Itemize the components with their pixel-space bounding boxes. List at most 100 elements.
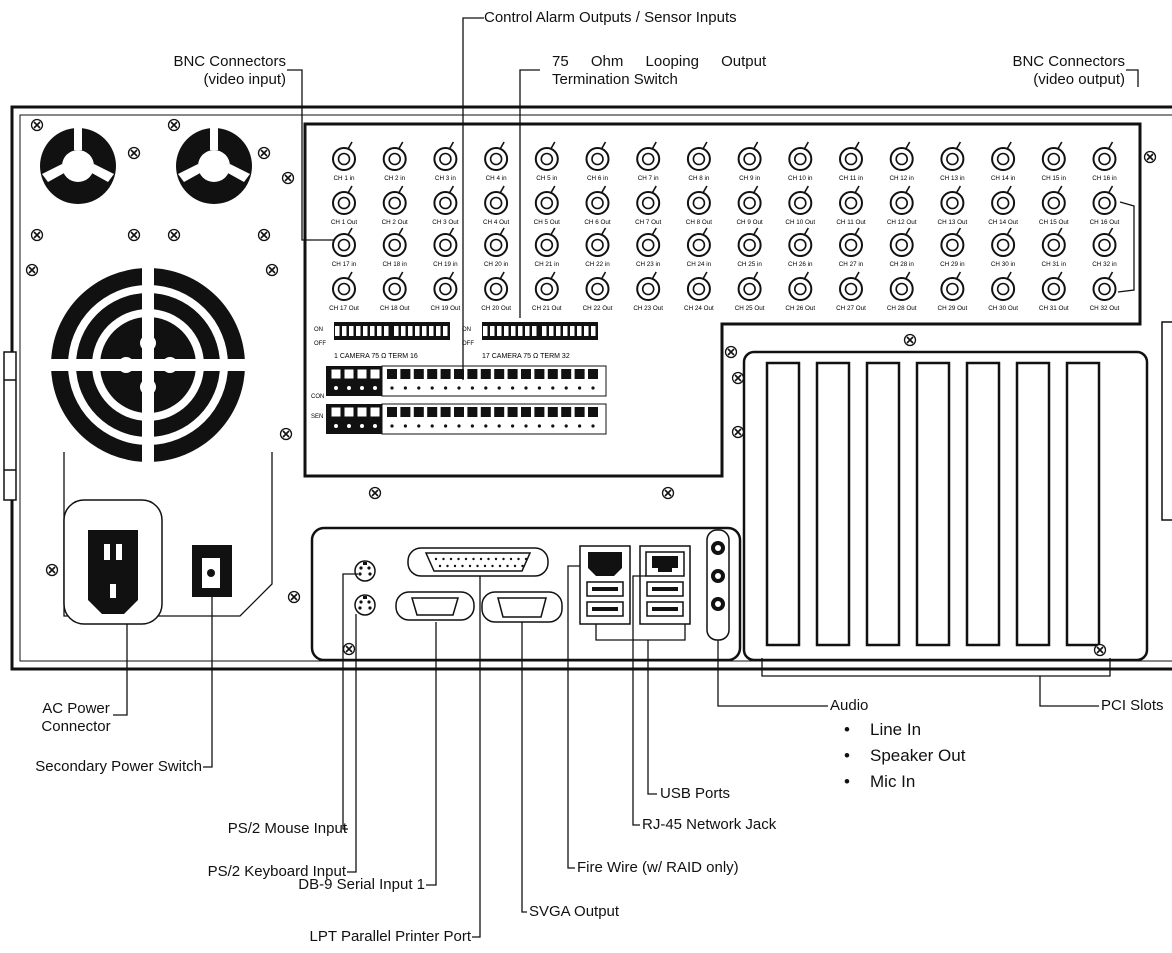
bnc-connector: CH 13 in <box>940 141 965 182</box>
audio-item-line-in: Line In <box>844 720 921 740</box>
callout-ac-power-line2: Connector <box>41 718 111 735</box>
callout-bnc-input-line2: (video input) <box>203 71 286 88</box>
terminal-screw <box>480 369 491 379</box>
terminal-hole <box>444 424 448 428</box>
bnc-connector: CH 2 Out <box>382 185 408 226</box>
bnc-connector: CH 10 Out <box>785 185 815 226</box>
bnc-label: CH 16 in <box>1092 175 1117 182</box>
bnc-label: CH 22 Out <box>583 305 613 312</box>
bnc-connector: CH 30 in <box>991 227 1016 268</box>
terminal-screw <box>454 369 464 379</box>
bnc-connector: CH 32 Out <box>1090 271 1120 312</box>
lpt-pin <box>461 564 464 568</box>
bnc-label: CH 24 Out <box>684 305 714 312</box>
terminal-hole <box>564 386 568 390</box>
dip-switch <box>370 326 375 336</box>
callout-bnc-output-line2: (video output) <box>1033 71 1125 88</box>
bnc-connector: CH 13 Out <box>938 185 968 226</box>
terminal-screw <box>547 407 558 417</box>
dip-switch <box>584 326 589 336</box>
terminal-hole <box>347 386 351 390</box>
dip-switch <box>429 326 434 336</box>
bnc-connector: CH 22 Out <box>583 271 613 312</box>
ps2-keyboard-port <box>354 594 376 616</box>
dip-switch <box>335 326 340 336</box>
bnc-label: CH 18 in <box>382 261 407 268</box>
terminal-screw <box>534 369 545 379</box>
bnc-connector: CH 18 in <box>382 227 407 268</box>
dip-switch <box>384 326 389 336</box>
terminal-screw <box>534 407 545 417</box>
lpt-pin <box>457 557 460 561</box>
callout-looping-output: 75 Ohm Looping Output Termination Switch <box>552 53 792 89</box>
bnc-label: CH 15 in <box>1042 175 1067 182</box>
bnc-label: CH 2 in <box>384 175 405 182</box>
termination-switch-right <box>482 322 598 340</box>
bnc-label: CH 10 in <box>788 175 813 182</box>
terminal-hole <box>360 424 364 428</box>
callout-usb: USB Ports <box>660 785 731 802</box>
terminal-screw <box>369 368 381 380</box>
terminal-screw <box>387 407 397 417</box>
bnc-label: CH 11 in <box>839 175 864 182</box>
bnc-connector: CH 12 Out <box>887 185 917 226</box>
bnc-label: CH 21 in <box>535 261 560 268</box>
terminal-screw <box>440 369 451 379</box>
terminal-hole <box>444 386 448 390</box>
bnc-connector: CH 10 in <box>788 141 813 182</box>
bnc-label: CH 3 in <box>435 175 456 182</box>
lpt-pin <box>446 564 449 568</box>
pci-area <box>742 350 1149 662</box>
dip-switch <box>422 326 427 336</box>
bnc-connector: CH 8 Out <box>686 185 712 226</box>
bnc-connector: CH 25 Out <box>735 271 765 312</box>
rj45-usb-stack <box>639 545 691 625</box>
terminal-screw <box>400 407 411 417</box>
terminal-screw <box>521 369 531 379</box>
bnc-connector: CH 29 Out <box>938 271 968 312</box>
terminal-screw <box>343 406 355 418</box>
terminal-hole <box>510 424 515 428</box>
callout-looping-line1: 75 Ohm Looping Output <box>552 53 767 70</box>
bnc-connector: CH 27 in <box>839 227 864 268</box>
dip-switch <box>356 326 361 336</box>
terminal-hole <box>484 424 488 428</box>
terminal-screw <box>427 369 438 379</box>
callout-rj45: RJ-45 Network Jack <box>642 816 777 833</box>
bnc-connector: CH 18 Out <box>380 271 410 312</box>
dip-switch <box>591 326 596 336</box>
bnc-label: CH 17 Out <box>329 305 359 312</box>
terminal-hole <box>457 424 461 428</box>
terminal-screw <box>574 369 585 379</box>
lpt-pin <box>513 564 517 568</box>
bnc-label: CH 1 Out <box>331 219 357 226</box>
terminal-screw <box>427 407 438 417</box>
pci-slot <box>1065 361 1101 647</box>
bnc-connector: CH 32 in <box>1092 227 1117 268</box>
bnc-connector: CH 20 Out <box>481 271 511 312</box>
callout-audio: Audio <box>830 697 869 714</box>
bnc-connector: CH 8 in <box>686 141 711 182</box>
terminal-screw <box>467 407 478 417</box>
bnc-connector: CH 12 in <box>889 141 914 182</box>
bnc-connector: CH 21 Out <box>532 271 562 312</box>
dip-switch <box>415 326 420 336</box>
terminal-hole <box>470 386 474 390</box>
callout-lines <box>113 17 1139 938</box>
terminal-hole <box>457 386 461 390</box>
bnc-connector: CH 24 Out <box>684 271 714 312</box>
callout-ps2-keyboard: PS/2 Keyboard Input <box>207 863 346 880</box>
lpt-pin <box>502 557 505 561</box>
callout-control-alarm: Control Alarm Outputs / Sensor Inputs <box>484 9 737 26</box>
terminal-hole <box>390 424 394 428</box>
terminal-hole <box>334 386 338 390</box>
bnc-connector: CH 29 in <box>940 227 965 268</box>
bnc-label: CH 14 Out <box>988 219 1018 226</box>
bnc-label: CH 26 Out <box>785 305 815 312</box>
bnc-connector: CH 3 Out <box>432 185 459 226</box>
dip-switch <box>570 326 575 336</box>
bnc-connector: CH 6 in <box>585 141 610 182</box>
audio-item-mic-in: Mic In <box>844 772 916 792</box>
small-fan-right <box>176 128 252 204</box>
bnc-label: CH 17 in <box>332 261 357 268</box>
